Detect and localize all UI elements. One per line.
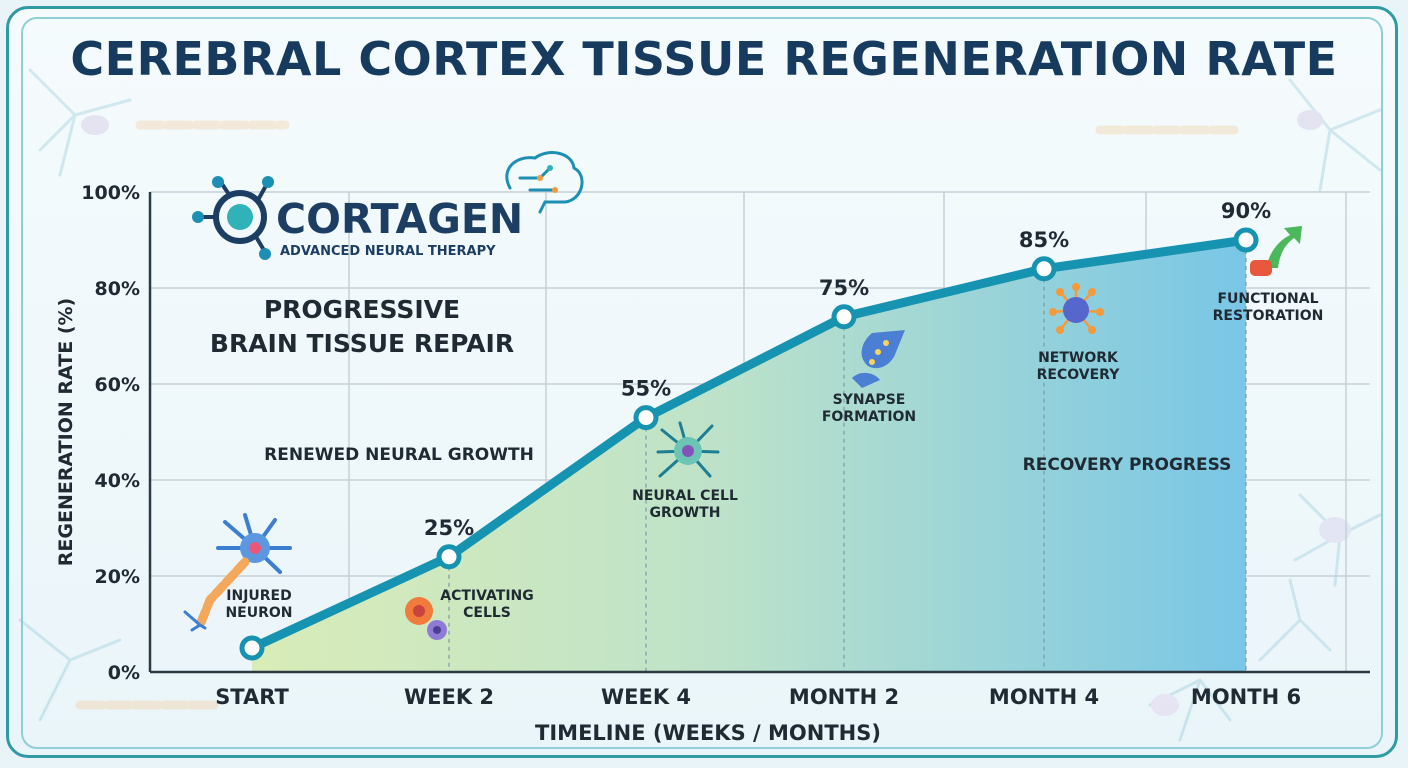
stage-label: NEURAL CELL — [632, 488, 738, 504]
data-label: 25% — [424, 516, 474, 540]
y-tick-label: 20% — [95, 566, 140, 588]
stage-label: GROWTH — [650, 505, 721, 521]
data-point — [239, 635, 265, 661]
y-tick-label: 60% — [95, 374, 140, 396]
neural-cell-icon — [656, 421, 720, 478]
y-tick-label: 40% — [95, 470, 140, 492]
x-tick-labels: START WEEK 2 WEEK 4 MONTH 2 MONTH 4 MONTH 6 — [215, 685, 1301, 709]
stage-label: FORMATION — [822, 409, 916, 425]
data-points — [239, 227, 1259, 661]
y-tick-label: 80% — [95, 278, 140, 300]
cells-icon — [405, 597, 447, 640]
data-point — [831, 304, 857, 330]
regeneration-area — [252, 240, 1246, 672]
stage-label: NETWORK — [1038, 350, 1119, 366]
data-point — [1233, 227, 1259, 253]
x-tick-label: MONTH 4 — [989, 685, 1099, 709]
point-droplines — [448, 250, 1247, 672]
data-label: 75% — [819, 276, 869, 300]
x-tick-label: MONTH 2 — [789, 685, 899, 709]
stage-label: ACTIVATING — [440, 588, 533, 604]
data-point — [1031, 256, 1057, 282]
x-tick-label: MONTH 6 — [1191, 685, 1301, 709]
stage-label: SYNAPSE — [833, 392, 906, 408]
note-renewed-growth: RENEWED NEURAL GROWTH — [264, 445, 534, 465]
x-tick-label: WEEK 2 — [404, 685, 494, 709]
x-tick-label: WEEK 4 — [601, 685, 691, 709]
panel-heading-line1: PROGRESSIVE — [264, 295, 460, 324]
brand-tagline: ADVANCED NEURAL THERAPY — [280, 244, 496, 259]
background-neurons-decoration — [18, 68, 1382, 742]
data-point — [436, 544, 462, 570]
y-tick-label: 0% — [108, 662, 140, 684]
stage-label: INJURED — [226, 588, 291, 604]
data-labels: 25% 55% 75% 85% 90% — [424, 199, 1271, 540]
stage-label: NEURON — [225, 605, 292, 621]
note-recovery-progress: RECOVERY PROGRESS — [1023, 455, 1232, 475]
inner-border — [21, 17, 1383, 749]
stage-label: RECOVERY — [1037, 367, 1121, 383]
data-label: 85% — [1019, 228, 1069, 252]
y-tick-label: 100% — [81, 182, 140, 204]
brain-icon — [505, 151, 584, 214]
y-axis-label: REGENERATION RATE (%) — [55, 298, 77, 566]
synapse-icon — [852, 330, 905, 388]
regeneration-line — [247, 235, 1251, 653]
stage-label: FUNCTIONAL — [1217, 291, 1318, 307]
data-label: 90% — [1221, 199, 1271, 223]
network-icon — [1049, 283, 1104, 334]
chart-title: CEREBRAL CORTEX TISSUE REGENERATION RATE — [70, 32, 1338, 86]
x-tick-label: START — [215, 685, 289, 709]
x-axis-label: TIMELINE (WEEKS / MONTHS) — [535, 721, 881, 745]
stage-label: RESTORATION — [1213, 308, 1324, 324]
restoration-arrow-icon — [1250, 226, 1302, 276]
data-label: 55% — [621, 377, 671, 401]
y-tick-labels: 0% 20% 40% 60% 80% 100% — [81, 182, 140, 684]
cortagen-logo: CORTAGEN ADVANCED NEURAL THERAPY — [192, 151, 584, 260]
neuron-icon — [183, 513, 292, 632]
data-point — [633, 405, 659, 431]
stage-label: CELLS — [463, 605, 511, 621]
molecule-logo-icon — [192, 176, 274, 260]
brand-name: CORTAGEN — [276, 195, 523, 243]
panel-heading-line2: BRAIN TISSUE REPAIR — [210, 329, 514, 358]
